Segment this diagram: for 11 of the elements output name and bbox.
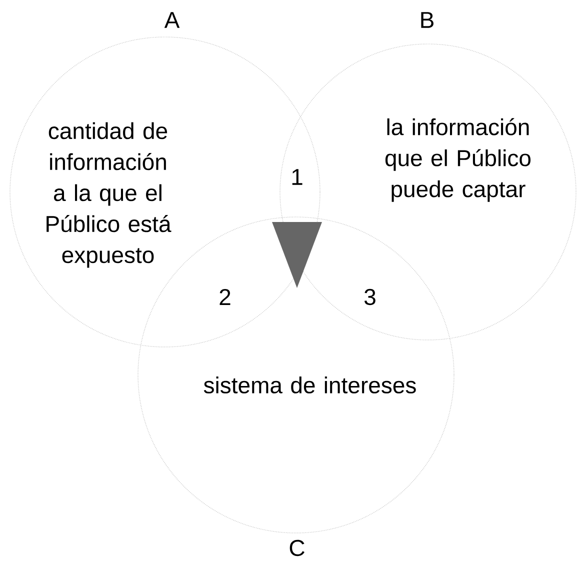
circle-letter: B — [421, 12, 434, 28]
region-text: sistema de intereses — [204, 376, 416, 394]
region-text: la información que el Público puede captar — [385, 118, 530, 202]
region-text: cantidad de información a la que el Público está expuesto — [46, 122, 172, 268]
venn-circle — [280, 44, 576, 340]
venn-circle — [10, 36, 320, 348]
region-number: 2 — [220, 288, 230, 306]
circle-letter: A — [164, 12, 180, 28]
circle-letter: C — [290, 540, 304, 556]
region-number: 1 — [292, 169, 302, 185]
region-number: 3 — [364, 288, 376, 306]
